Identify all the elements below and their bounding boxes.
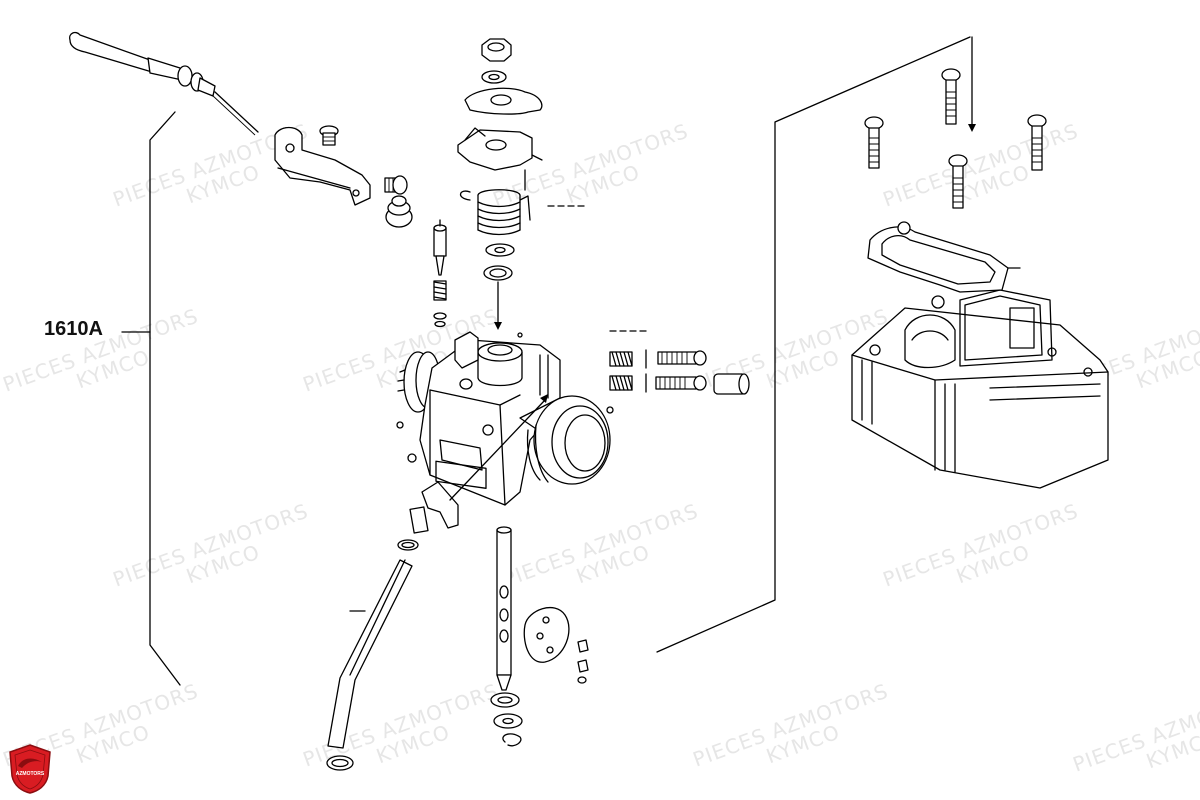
callout-dashes [547,205,651,332]
top-nut [481,38,512,62]
fuel-inlet-fitting [409,394,548,534]
shield-icon [9,744,51,794]
fuel-hose [326,559,413,771]
disc-screws [577,639,589,684]
cover-screw [864,116,884,169]
hose-clip-upper [397,539,419,551]
carburetor-body [396,331,614,506]
float-bowl [851,289,1109,489]
bracket-screw [319,125,339,146]
azmotors-logo: AZMOTORS [8,744,52,794]
assembly-bracket-line [121,111,181,686]
right-group-leader [656,36,976,653]
throttle-cable [69,31,259,136]
pilot-screw-upper [609,349,707,369]
cable-bracket [274,126,371,206]
rubber-cap [385,195,413,228]
cover-screw [941,68,961,125]
shaft-washer [493,713,523,729]
adjuster-screw [384,175,408,195]
bearing [483,265,513,330]
washer [481,70,507,84]
throttle-lever-plate [464,87,543,115]
throttle-cam [457,127,543,171]
cover-screw [1027,114,1047,171]
logo-text: AZMOTORS [15,771,45,777]
circlip [502,733,522,747]
return-spring [459,169,531,236]
small-spring [433,280,447,328]
seal-ring [485,243,515,257]
shaft-seal [490,692,520,708]
needle-valve [433,219,447,276]
plug-cylinder [713,373,750,395]
throttle-shaft [496,526,512,691]
butterfly-disc [523,606,570,663]
part-reference-label: 1610A [44,318,103,340]
float-bowl-gasket [867,221,1021,293]
pilot-screw-lower [609,373,707,393]
cover-screw [948,154,968,209]
